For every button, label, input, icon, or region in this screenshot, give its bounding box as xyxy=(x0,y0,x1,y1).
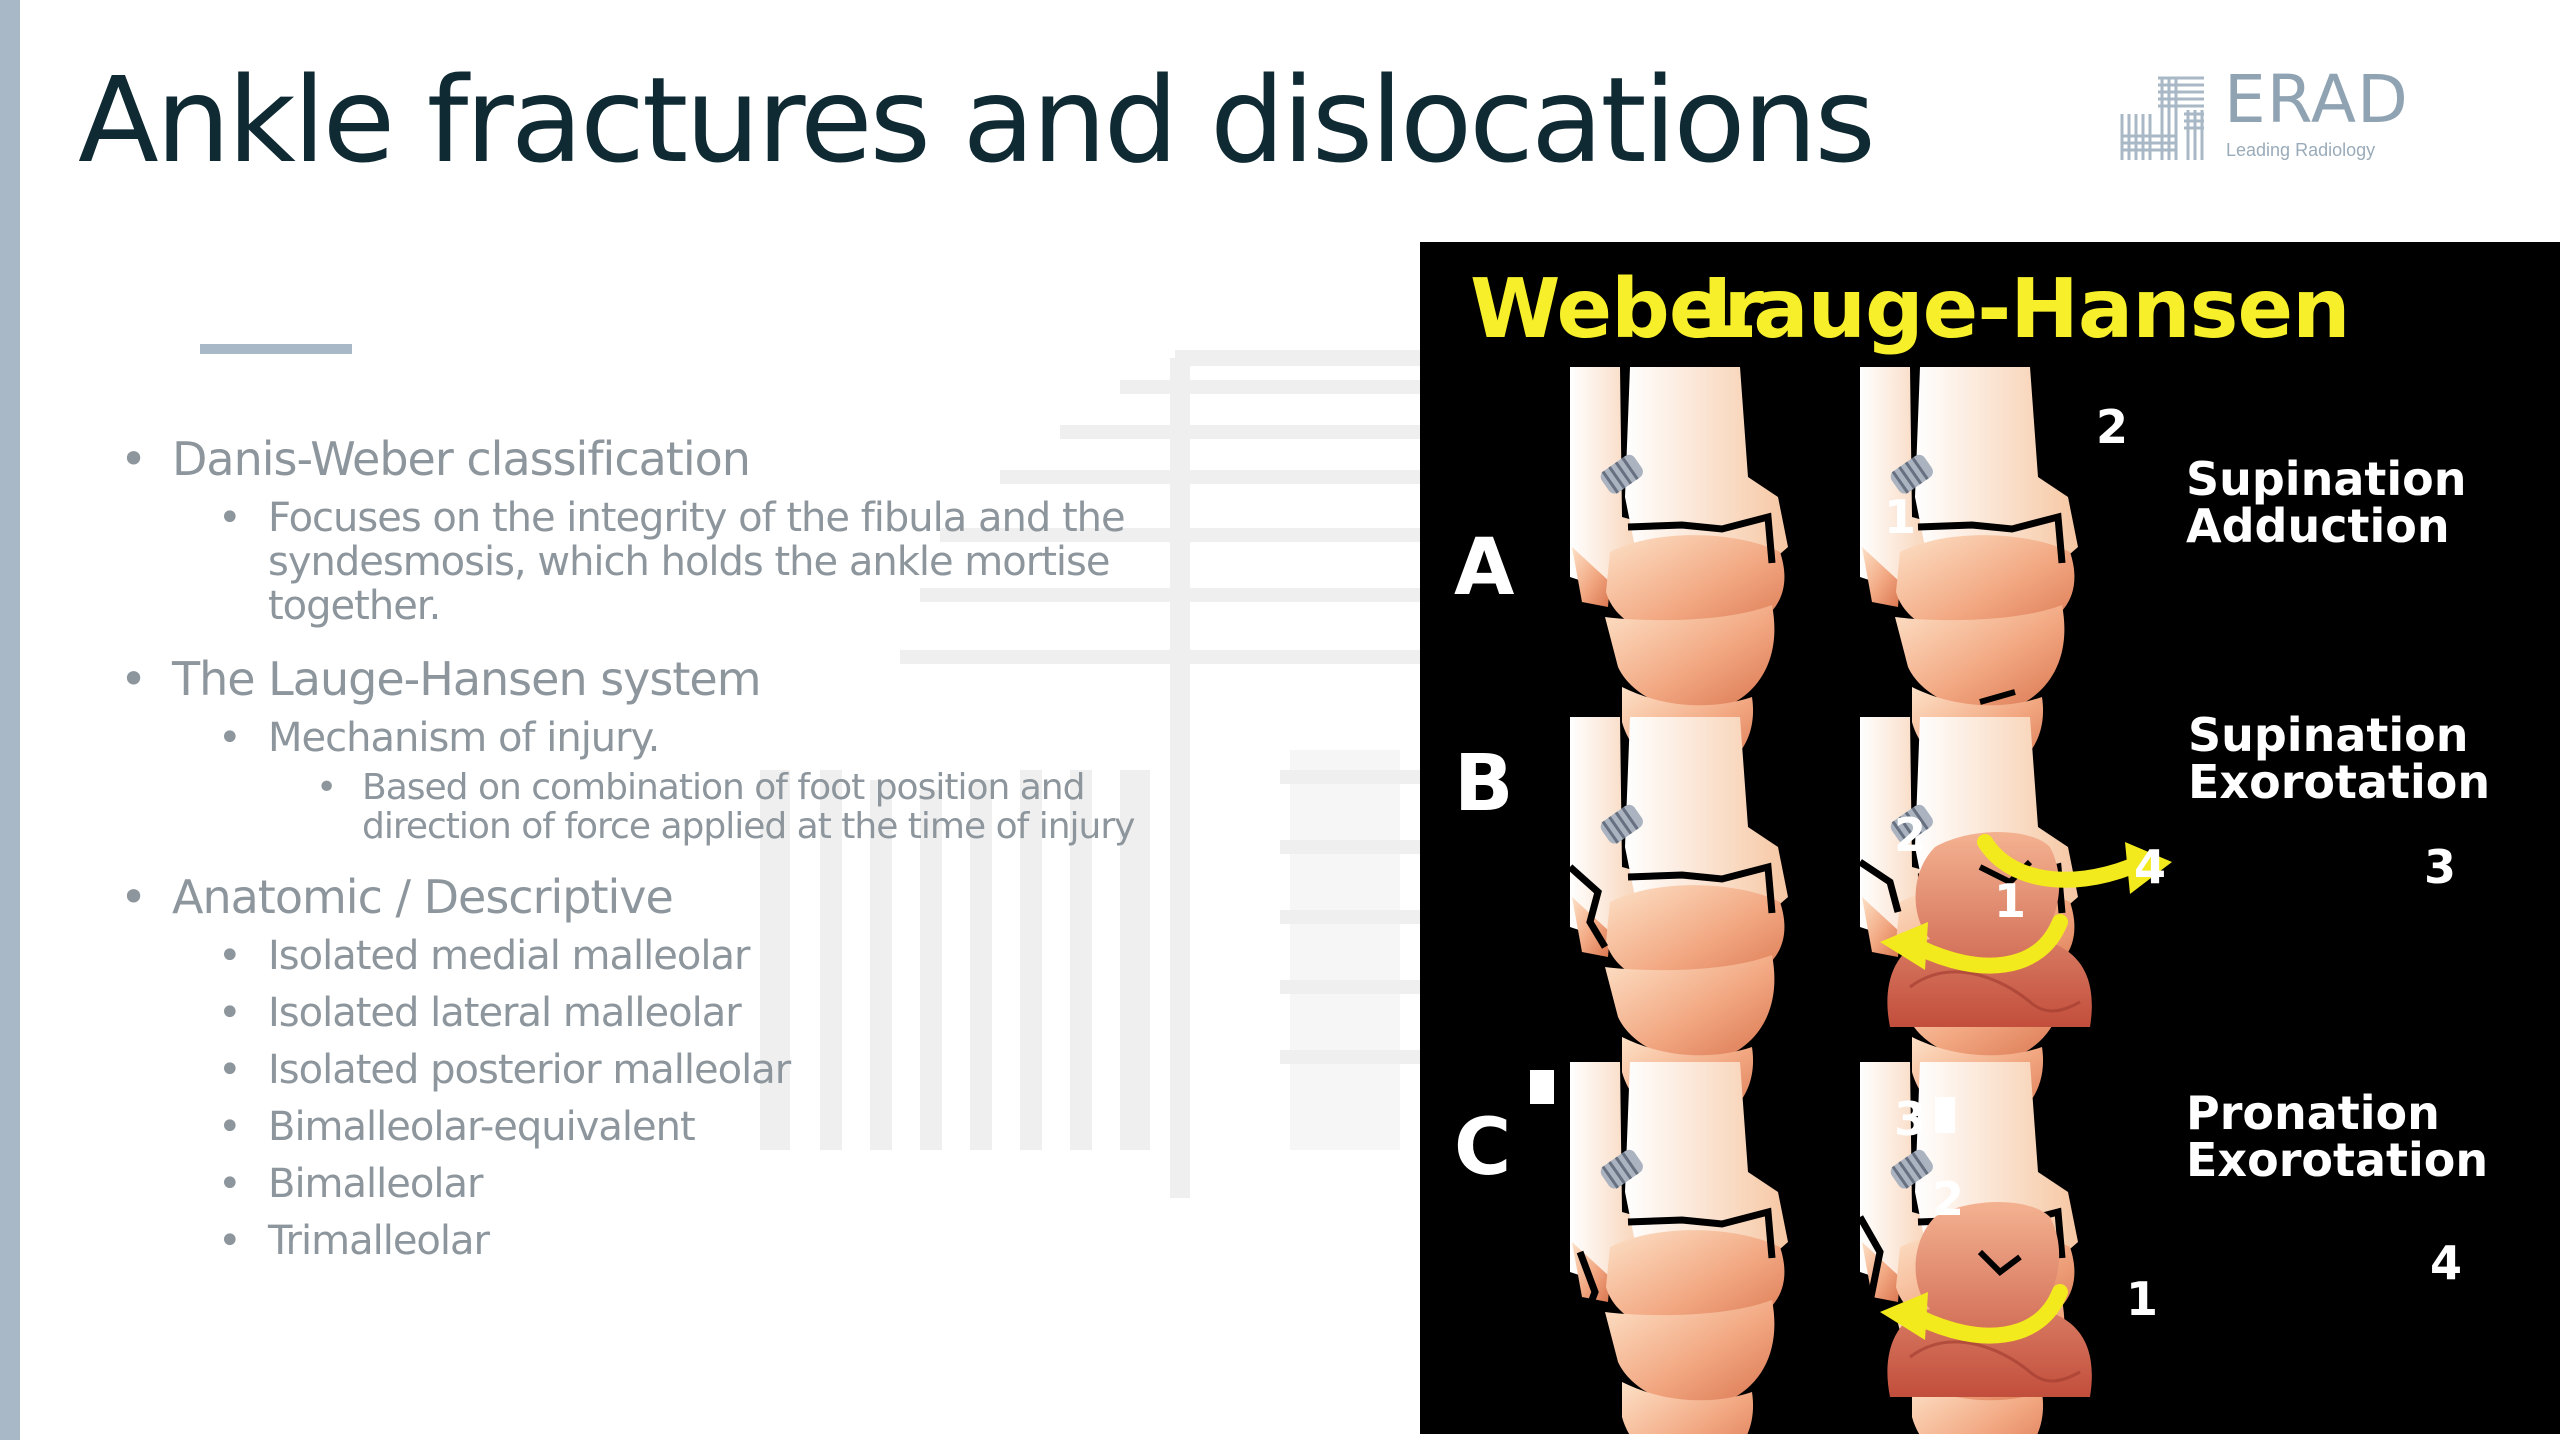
classification-figure: Weber Lauge-Hansen A B C 1 2 1 2 3 4 1 2… xyxy=(1420,242,2560,1434)
label-line: Supination xyxy=(2186,452,2467,506)
sub-bullet-mechanism: Mechanism of injury. xyxy=(120,716,1400,760)
accent-line xyxy=(200,344,352,354)
detail-bullet-line: Based on combination of foot position an… xyxy=(362,767,1085,808)
bullet-danis-weber: Danis-Weber classification xyxy=(120,430,1400,488)
label-line: Pronation xyxy=(2186,1086,2440,1140)
figure-header-lauge-hansen: Lauge-Hansen xyxy=(1702,262,2350,357)
ankle-illustrations xyxy=(1479,242,2172,1434)
sub-bullet-danis-weber: Focuses on the integrity of the fibula a… xyxy=(120,496,1400,628)
list-item: Bimalleolar xyxy=(120,1162,1400,1206)
detail-bullet-mechanism: Based on combination of foot position an… xyxy=(120,768,1400,846)
label-line: Exorotation xyxy=(2188,755,2491,809)
number-c1: 1 xyxy=(2126,1272,2159,1326)
list-item: Trimalleolar xyxy=(120,1219,1400,1263)
number-c2: 2 xyxy=(1932,1172,1965,1226)
label-supination-adduction: Supination Adduction xyxy=(2186,456,2466,550)
bullet-anatomic: Anatomic / Descriptive xyxy=(120,868,1400,926)
detail-bullet-line: direction of force applied at the time o… xyxy=(362,806,1135,847)
erad-logo-tagline: Leading Radiology xyxy=(2226,140,2376,160)
erad-grid-logo-icon xyxy=(2120,76,2204,160)
sub-bullet-line: syndesmosis, which holds the ankle morti… xyxy=(268,539,1110,585)
number-b3: 3 xyxy=(2424,840,2457,894)
list-item: Isolated lateral malleolar xyxy=(120,991,1400,1035)
label-supination-exorotation: Supination Exorotation xyxy=(2188,712,2490,806)
row-letter-b: B xyxy=(1454,739,1514,829)
left-accent-bar xyxy=(0,0,20,1440)
list-item: Bimalleolar-equivalent xyxy=(120,1105,1400,1149)
number-a1: 1 xyxy=(1884,490,1917,544)
number-c3: 3 xyxy=(1894,1092,1927,1146)
label-line: Supination xyxy=(2188,708,2469,762)
number-b4: 4 xyxy=(2134,840,2167,894)
slide-title: Ankle fractures and dislocations xyxy=(78,51,1876,189)
row-letter-a: A xyxy=(1454,523,1515,613)
label-pronation-exorotation: Pronation Exorotation xyxy=(2186,1090,2488,1184)
slide-body: Danis-Weber classification Focuses on th… xyxy=(120,430,1400,1263)
row-letter-c: C xyxy=(1454,1103,1512,1193)
number-b1: 1 xyxy=(1994,874,2027,928)
erad-logo-text: ERAD xyxy=(2224,61,2409,138)
erad-logo: ERAD Leading Radiology xyxy=(2118,61,2418,176)
list-item: Isolated medial malleolar xyxy=(120,934,1400,978)
list-item: Isolated posterior malleolar xyxy=(120,1048,1400,1092)
figure-header-weber: Weber xyxy=(1470,262,1764,357)
sub-bullet-line: Focuses on the integrity of the fibula a… xyxy=(268,495,1126,541)
label-line: Exorotation xyxy=(2186,1133,2489,1187)
bullet-lauge-hansen: The Lauge-Hansen system xyxy=(120,650,1400,708)
sub-bullet-line: together. xyxy=(268,583,441,629)
number-b2: 2 xyxy=(1894,808,1927,862)
number-c4: 4 xyxy=(2430,1236,2463,1290)
label-line: Adduction xyxy=(2186,499,2450,553)
number-a2: 2 xyxy=(2096,400,2129,454)
